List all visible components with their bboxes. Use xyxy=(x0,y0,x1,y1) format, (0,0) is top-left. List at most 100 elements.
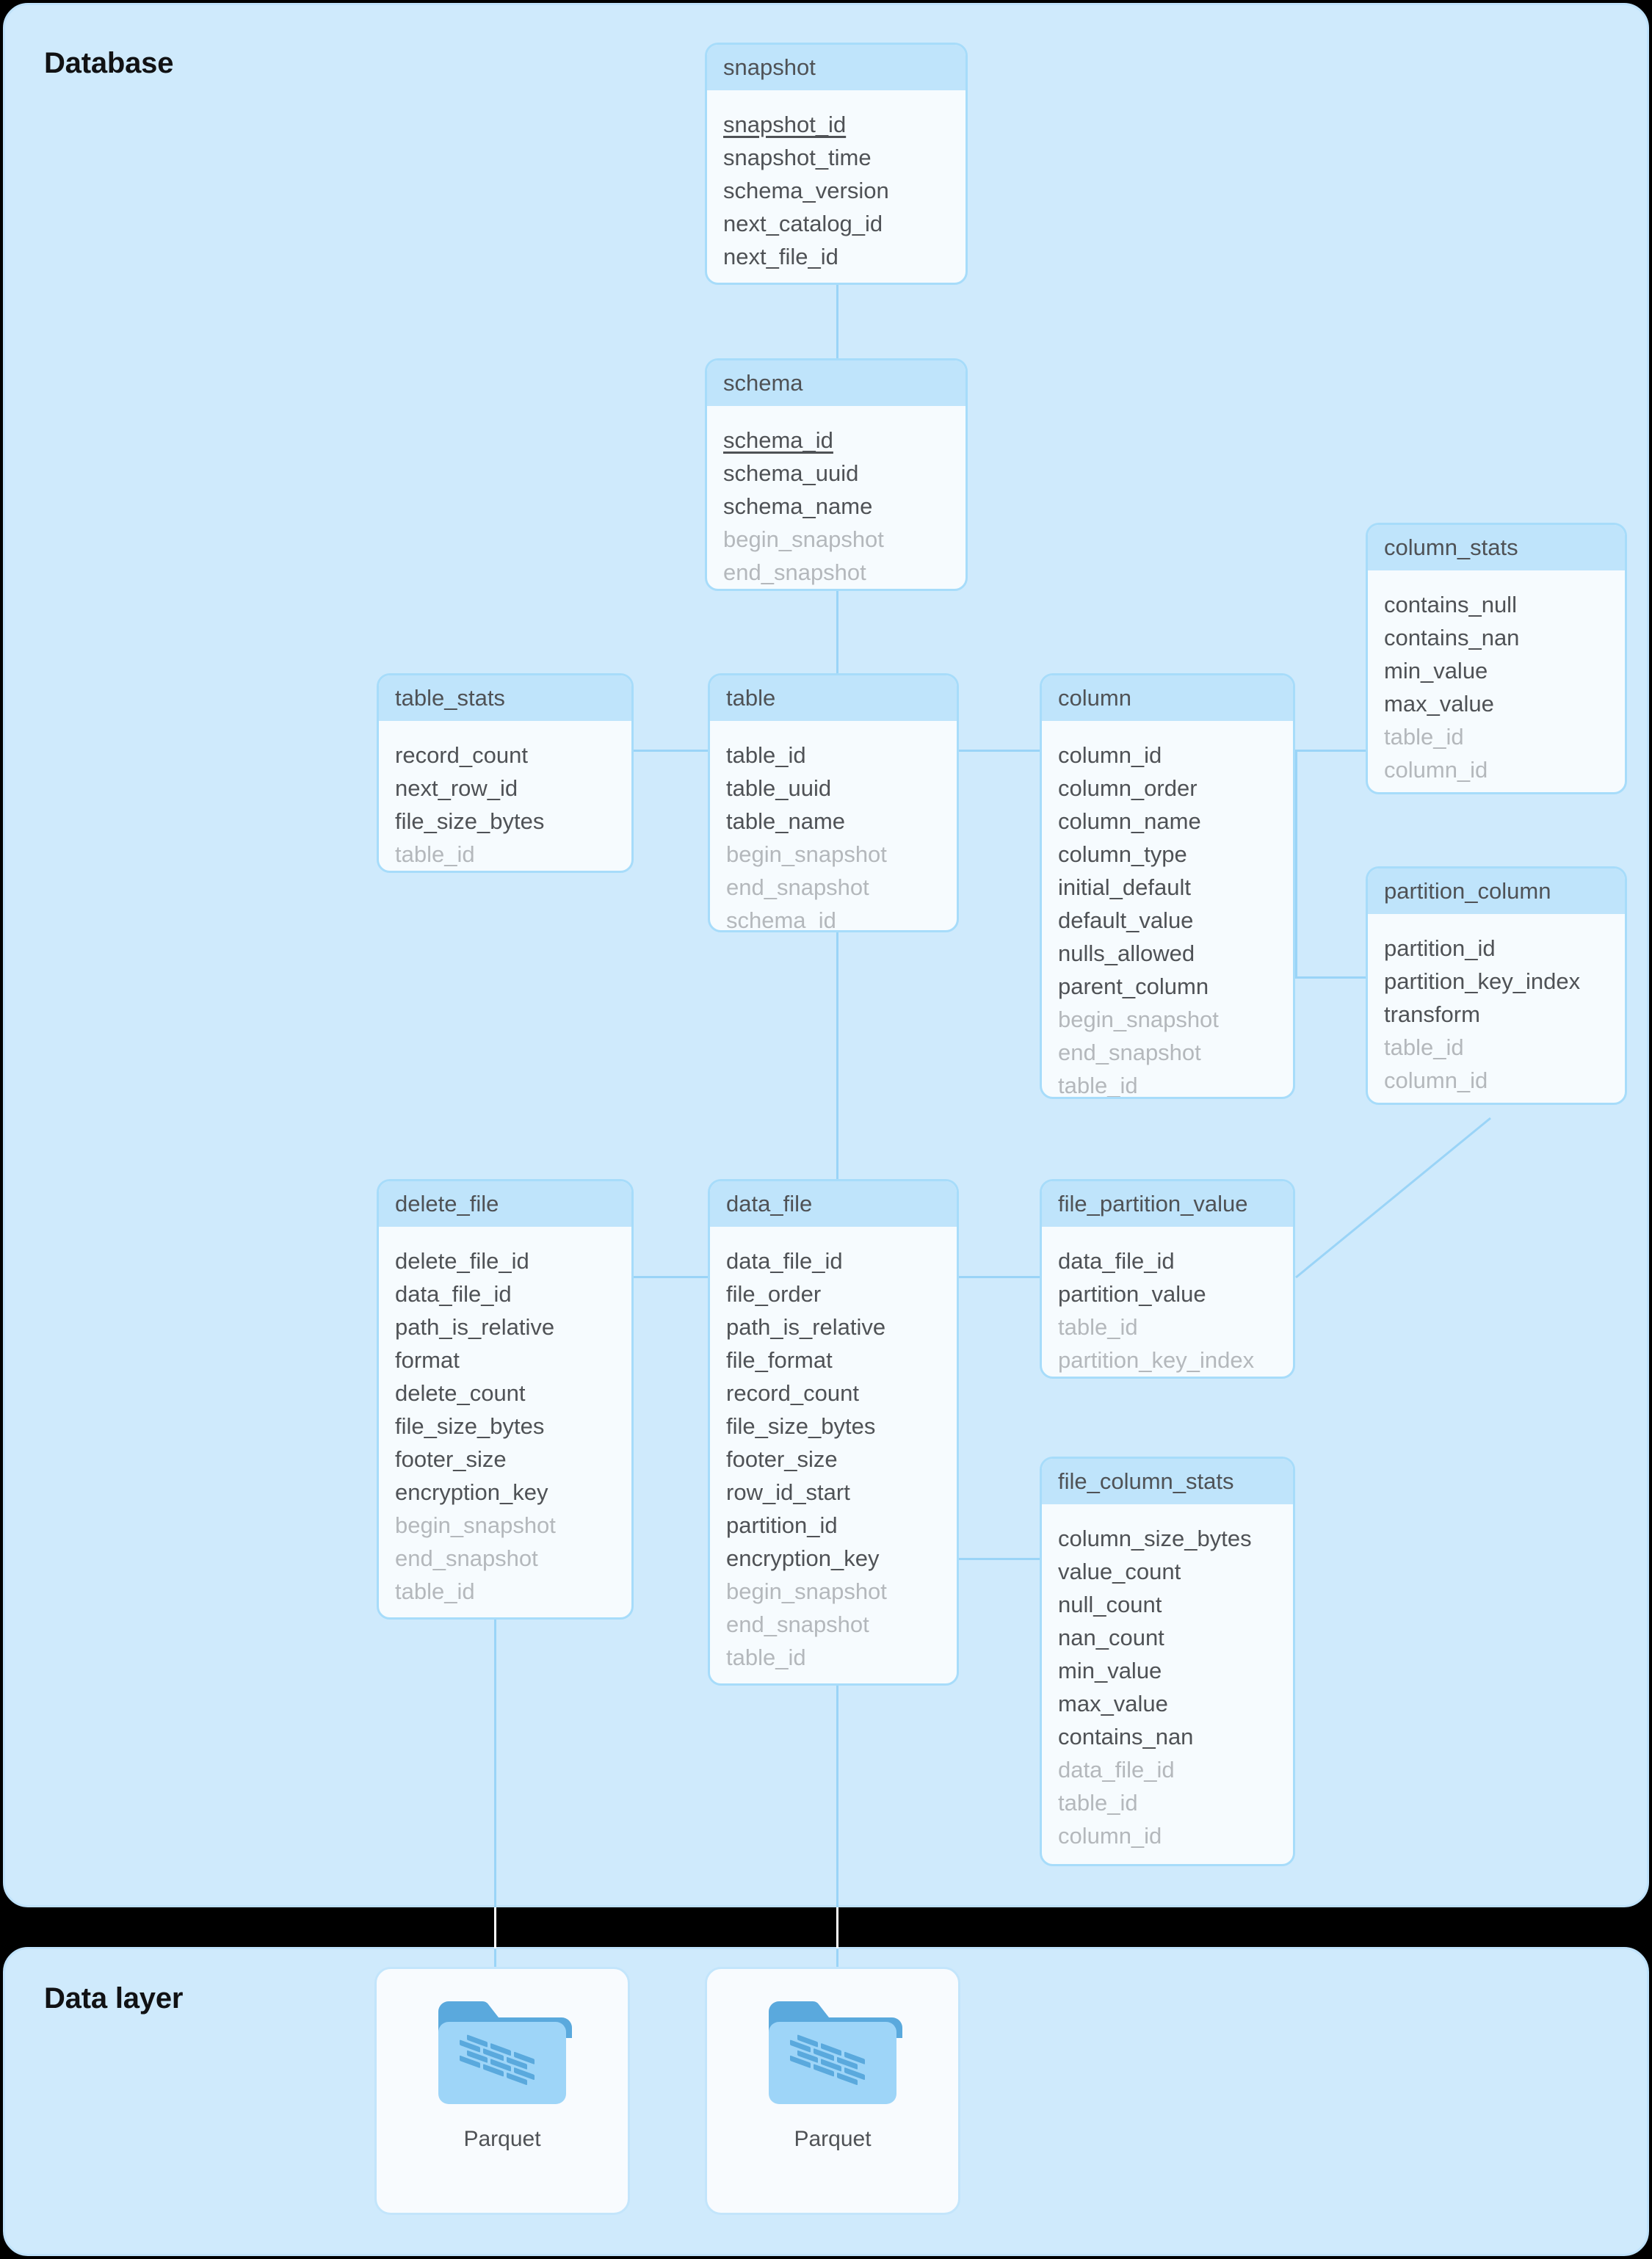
entity-field: next_row_id xyxy=(395,775,518,801)
entity-title: delete_file xyxy=(379,1181,631,1227)
entity-field: table_uuid xyxy=(726,775,832,801)
entity-field: column_id xyxy=(1384,1067,1488,1093)
entity-field: min_value xyxy=(1058,1658,1162,1683)
entity-field: partition_value xyxy=(1058,1281,1206,1307)
entity-field: schema_id xyxy=(726,907,836,932)
entity-title: partition_column xyxy=(1368,869,1625,914)
parquet-folder-icon xyxy=(438,2001,572,2104)
entity-field: partition_id xyxy=(1384,935,1496,961)
entity-title: file_column_stats xyxy=(1042,1459,1293,1504)
entity-field: file_size_bytes xyxy=(395,808,545,834)
entity-field: path_is_relative xyxy=(395,1314,555,1340)
entity-field: column_order xyxy=(1058,775,1198,801)
entity-field: initial_default xyxy=(1058,874,1191,900)
entity-field: table_id xyxy=(726,742,806,768)
fs-node-parquet-left[interactable]: Parquet xyxy=(374,1967,630,2215)
parquet-folder-icon xyxy=(432,1995,572,2117)
entity-field: footer_size xyxy=(395,1446,507,1472)
entity-field: column_id xyxy=(1384,757,1488,783)
fs-node-parquet-right[interactable]: Parquet xyxy=(705,1967,960,2215)
entity-field: table_id xyxy=(395,1578,475,1604)
entity-field: schema_uuid xyxy=(723,460,859,486)
entity-field: file_format xyxy=(726,1347,833,1373)
entity-title: column xyxy=(1042,675,1293,721)
entity-field: next_catalog_id xyxy=(723,211,883,236)
database-section-title: Database xyxy=(44,47,174,79)
entity-title: snapshot xyxy=(707,45,966,90)
entity-field: begin_snapshot xyxy=(395,1512,556,1538)
entity-field: end_snapshot xyxy=(395,1545,538,1571)
entity-field: default_value xyxy=(1058,907,1194,933)
edge-deletefile-datafile xyxy=(634,1276,714,1278)
entity-field: column_id xyxy=(1058,1823,1162,1849)
entity-field: max_value xyxy=(1384,691,1494,717)
entity-field: footer_size xyxy=(726,1446,838,1472)
entity-field: partition_id xyxy=(726,1512,838,1538)
entity-field: end_snapshot xyxy=(1058,1040,1201,1065)
entity-field: value_count xyxy=(1058,1559,1181,1584)
entity-field: schema_id xyxy=(723,427,833,453)
entity-field: begin_snapshot xyxy=(1058,1007,1219,1032)
entity-field: delete_file_id xyxy=(395,1248,529,1274)
entity-field: end_snapshot xyxy=(723,559,866,585)
entity-field: encryption_key xyxy=(395,1479,548,1505)
entity-field: path_is_relative xyxy=(726,1314,886,1340)
entity-title: column_stats xyxy=(1368,525,1625,570)
entity-title: schema xyxy=(707,360,966,406)
entity-field: max_value xyxy=(1058,1691,1168,1716)
data-layer-section-title: Data layer xyxy=(44,1982,184,2015)
parquet-folder-icon xyxy=(769,2001,902,2104)
edge-deletefile-parquet xyxy=(494,1619,496,1967)
entity-title: table_stats xyxy=(379,675,631,721)
entity-field: data_file_id xyxy=(726,1248,843,1274)
edge-column-partitioncolumn xyxy=(1295,976,1366,979)
entity-field: file_size_bytes xyxy=(726,1413,876,1439)
entity-field: data_file_id xyxy=(1058,1757,1175,1783)
entity-field: nulls_allowed xyxy=(1058,940,1195,966)
edge-datafile-filecolumnstats xyxy=(959,1558,1040,1560)
entity-field: partition_key_index xyxy=(1058,1347,1255,1373)
edge-datafile-parquet xyxy=(836,1681,838,1967)
entity-field-list: table_id table_uuid table_name begin_snapsh… xyxy=(710,721,957,932)
entity-field: table_id xyxy=(726,1645,806,1670)
entity-field: contains_nan xyxy=(1384,625,1520,650)
edge-schema-table xyxy=(836,591,838,673)
parquet-folder-icon xyxy=(763,1995,902,2117)
entity-field: begin_snapshot xyxy=(726,841,887,867)
edge-table-column xyxy=(959,750,1040,752)
entity-field: delete_count xyxy=(395,1380,526,1406)
entity-field: encryption_key xyxy=(726,1545,880,1571)
edge-partitioncolumn-filepartitionvalue-diagonal xyxy=(1295,1117,1491,1279)
entity-field: column_name xyxy=(1058,808,1201,834)
entity-field: snapshot_time xyxy=(723,145,872,170)
entity-field: table_id xyxy=(1058,1314,1138,1340)
entity-field: data_file_id xyxy=(1058,1248,1175,1274)
entity-field: table_id xyxy=(1058,1073,1138,1098)
entity-field: transform xyxy=(1384,1001,1480,1027)
entity-field: table_name xyxy=(726,808,846,834)
edge-columnstats-stub xyxy=(1295,750,1297,977)
entity-field: schema_version xyxy=(723,178,889,203)
entity-field: record_count xyxy=(726,1380,859,1406)
fs-node-label: Parquet xyxy=(463,2127,541,2151)
entity-field: begin_snapshot xyxy=(726,1578,887,1604)
